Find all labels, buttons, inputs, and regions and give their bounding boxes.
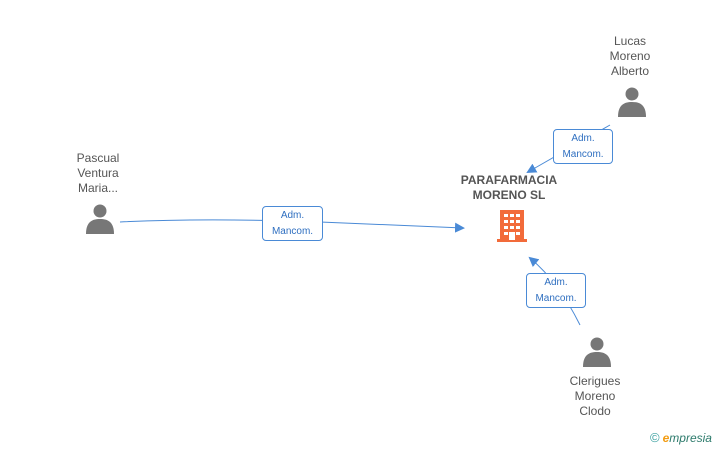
relation-line: Mancom. <box>271 226 314 237</box>
name-line: Clerigues <box>569 374 621 388</box>
relation-line: Adm. <box>571 133 595 144</box>
person-name-clerigues[interactable]: Clerigues Moreno Clodo <box>540 374 650 419</box>
relation-line: Adm. <box>544 277 568 288</box>
company-name-line: PARAFARMACIA <box>460 173 558 187</box>
relation-line: Mancom. <box>562 149 604 160</box>
person-icon[interactable] <box>618 87 646 118</box>
relation-line: Adm. <box>280 210 305 221</box>
name-line: Lucas <box>613 34 647 48</box>
relation-line: Mancom. <box>535 293 577 304</box>
name-line: Pascual <box>76 151 120 165</box>
person-name-pascual[interactable]: Pascual Ventura Maria... <box>43 151 153 196</box>
brand-initial: e <box>662 431 670 445</box>
brand-name: mpresia <box>669 431 712 445</box>
relation-label-clerigues[interactable]: Adm. Mancom. <box>526 273 586 308</box>
name-line: Alberto <box>610 64 650 78</box>
person-icon[interactable] <box>86 204 114 235</box>
name-line: Moreno <box>574 389 616 403</box>
building-icon[interactable] <box>497 210 527 242</box>
person-name-lucas[interactable]: Lucas Moreno Alberto <box>575 34 685 79</box>
relation-label-lucas[interactable]: Adm. Mancom. <box>553 129 613 164</box>
name-line: Maria... <box>77 181 118 195</box>
copyright-icon: © <box>650 430 660 445</box>
brand-watermark: ©empresia <box>650 430 712 445</box>
name-line: Moreno <box>609 49 651 63</box>
name-line: Clodo <box>579 404 611 418</box>
relation-label-pascual[interactable]: Adm. Mancom. <box>262 206 323 241</box>
company-name[interactable]: PARAFARMACIA MORENO SL <box>434 173 584 203</box>
name-line: Ventura <box>77 166 119 180</box>
company-name-line: MORENO SL <box>472 188 546 202</box>
person-icon[interactable] <box>583 337 611 368</box>
